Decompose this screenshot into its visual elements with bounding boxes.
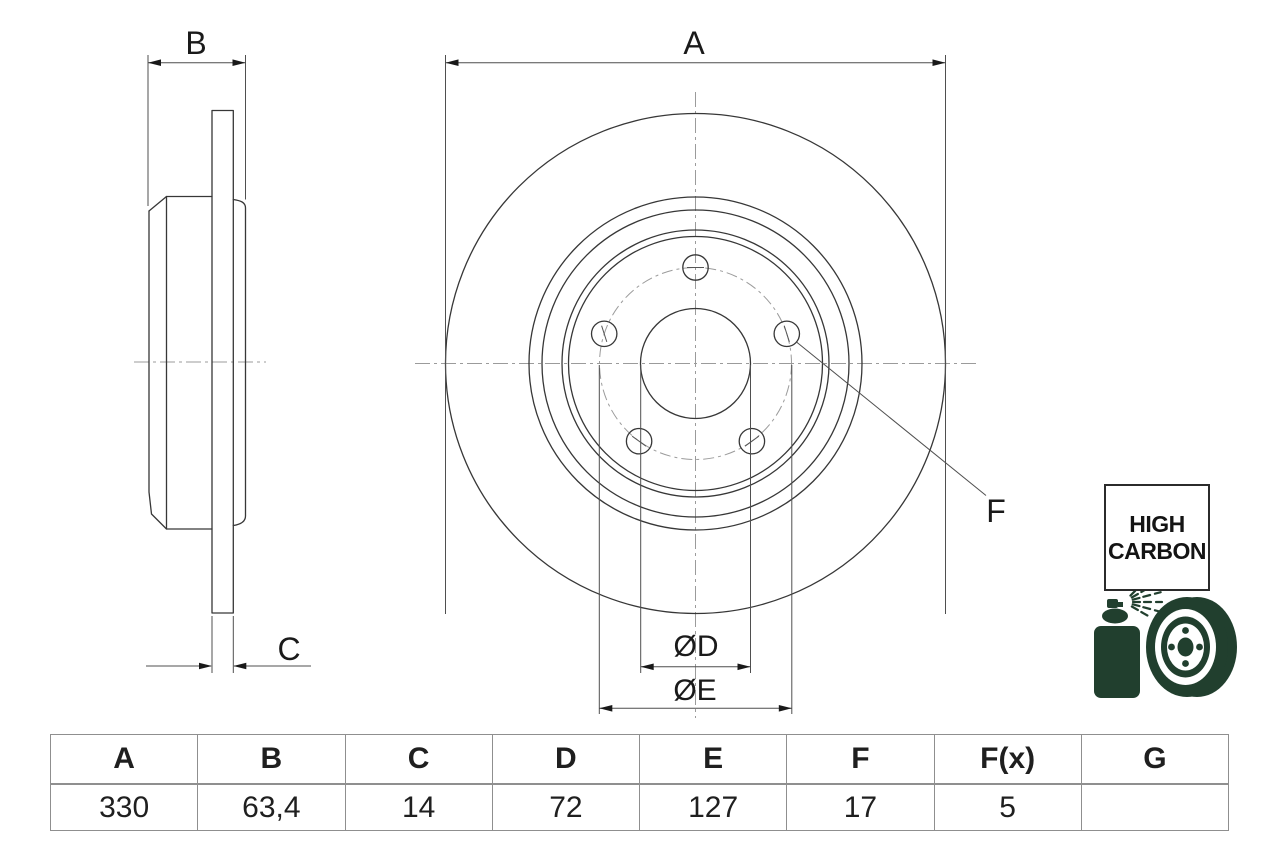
hub-top-edge — [148, 195, 213, 212]
disc-icon — [1146, 597, 1237, 697]
table-header-cell: F(x) — [933, 734, 1082, 785]
bolt-hole-tick — [744, 435, 760, 447]
spray-can-body — [1094, 626, 1140, 698]
high-carbon-badge: HIGH CARBON — [1104, 484, 1210, 591]
bolt-holes — [590, 254, 801, 455]
dimension-label-E: ØE — [673, 674, 716, 707]
dimension-C: C — [146, 616, 311, 673]
table-header-cell: C — [344, 734, 493, 785]
hub-left-face — [148, 210, 213, 530]
spray-can-nozzle-tip — [1118, 602, 1123, 607]
front-view: A ØD ØE F — [444, 25, 1006, 714]
table-value-cell: 127 — [638, 783, 788, 831]
bolt-hole — [590, 320, 618, 348]
table-value-cell — [1080, 783, 1230, 831]
flange-step-outer-circle — [561, 229, 830, 498]
bolt-hole-tick — [783, 325, 790, 343]
disc-bolt-hole — [1182, 660, 1189, 667]
table-value-cell: 330 — [49, 783, 199, 831]
flange-shoulder — [232, 198, 247, 527]
disc-bolt-hole — [1196, 643, 1203, 651]
table-header-cell: B — [197, 734, 346, 785]
hat-chamfer-circle — [541, 209, 850, 518]
disc-bolt-hole — [1168, 643, 1175, 651]
table-value-cell: 17 — [786, 783, 935, 831]
leader-line — [796, 341, 987, 496]
dimension-label-F: F — [986, 493, 1006, 529]
disc-bolt-hole — [1182, 627, 1189, 634]
arrowhead-left — [148, 59, 161, 66]
spray-coated-disc-icon — [1094, 581, 1237, 698]
arrowhead-right — [778, 705, 792, 712]
bolt-hole-tick — [601, 325, 608, 343]
dimension-label-A: A — [683, 25, 705, 61]
table-header-cell: G — [1080, 734, 1230, 785]
arrowhead-left — [445, 59, 459, 66]
arrowhead-left — [599, 705, 613, 712]
arrowhead-left — [199, 662, 212, 670]
table-header-cell: E — [638, 734, 788, 785]
dimension-F: F — [796, 341, 1006, 529]
dimension-A: A — [445, 25, 946, 614]
center-bore-circle — [639, 307, 752, 420]
centerlines — [134, 92, 976, 718]
dimension-label-D: ØD — [674, 630, 719, 663]
dimension-table: A B C D E F F(x) G 330 63,4 14 72 127 17… — [49, 734, 1230, 831]
disc-plate-outline — [211, 109, 234, 614]
dimension-label-B: B — [185, 25, 206, 61]
arrowhead-right — [737, 663, 751, 671]
table-value-cell: 5 — [933, 783, 1082, 831]
spray-can-cap — [1102, 608, 1128, 624]
bolt-circle-centerline — [599, 267, 792, 460]
side-view: B C — [146, 25, 311, 673]
disc-center-bore — [1177, 637, 1194, 657]
badge-line-1: HIGH — [1129, 510, 1185, 537]
dimension-E: ØE — [598, 365, 793, 714]
table-value-cell: 14 — [344, 783, 493, 831]
bolt-hole-tick — [631, 435, 647, 447]
bolt-hole — [773, 320, 801, 348]
table-header-cell: F — [786, 734, 935, 785]
arrowhead-right — [932, 59, 946, 66]
dimension-D: ØD — [640, 365, 751, 673]
badge-line-2: CARBON — [1108, 537, 1206, 564]
arrowhead-left — [640, 663, 654, 671]
bolt-hole — [682, 254, 709, 281]
arrowhead-right — [232, 59, 246, 66]
bolt-hole — [738, 427, 766, 455]
table-value-row: 330 63,4 14 72 127 17 5 — [49, 783, 1230, 831]
table-header-row: A B C D E F F(x) G — [49, 734, 1230, 785]
dimension-label-C: C — [277, 631, 300, 667]
table-value-cell: 63,4 — [197, 783, 346, 831]
spray-can-nozzle — [1107, 599, 1118, 608]
table-header-cell: D — [491, 734, 641, 785]
hat-outer-circle — [528, 196, 863, 531]
spray-can-icon — [1094, 599, 1140, 698]
bolt-hole — [625, 427, 653, 455]
table-value-cell: 72 — [491, 783, 641, 831]
arrowhead-right — [233, 662, 247, 670]
dimension-B: B — [147, 25, 246, 206]
table-header-cell: A — [49, 734, 199, 785]
